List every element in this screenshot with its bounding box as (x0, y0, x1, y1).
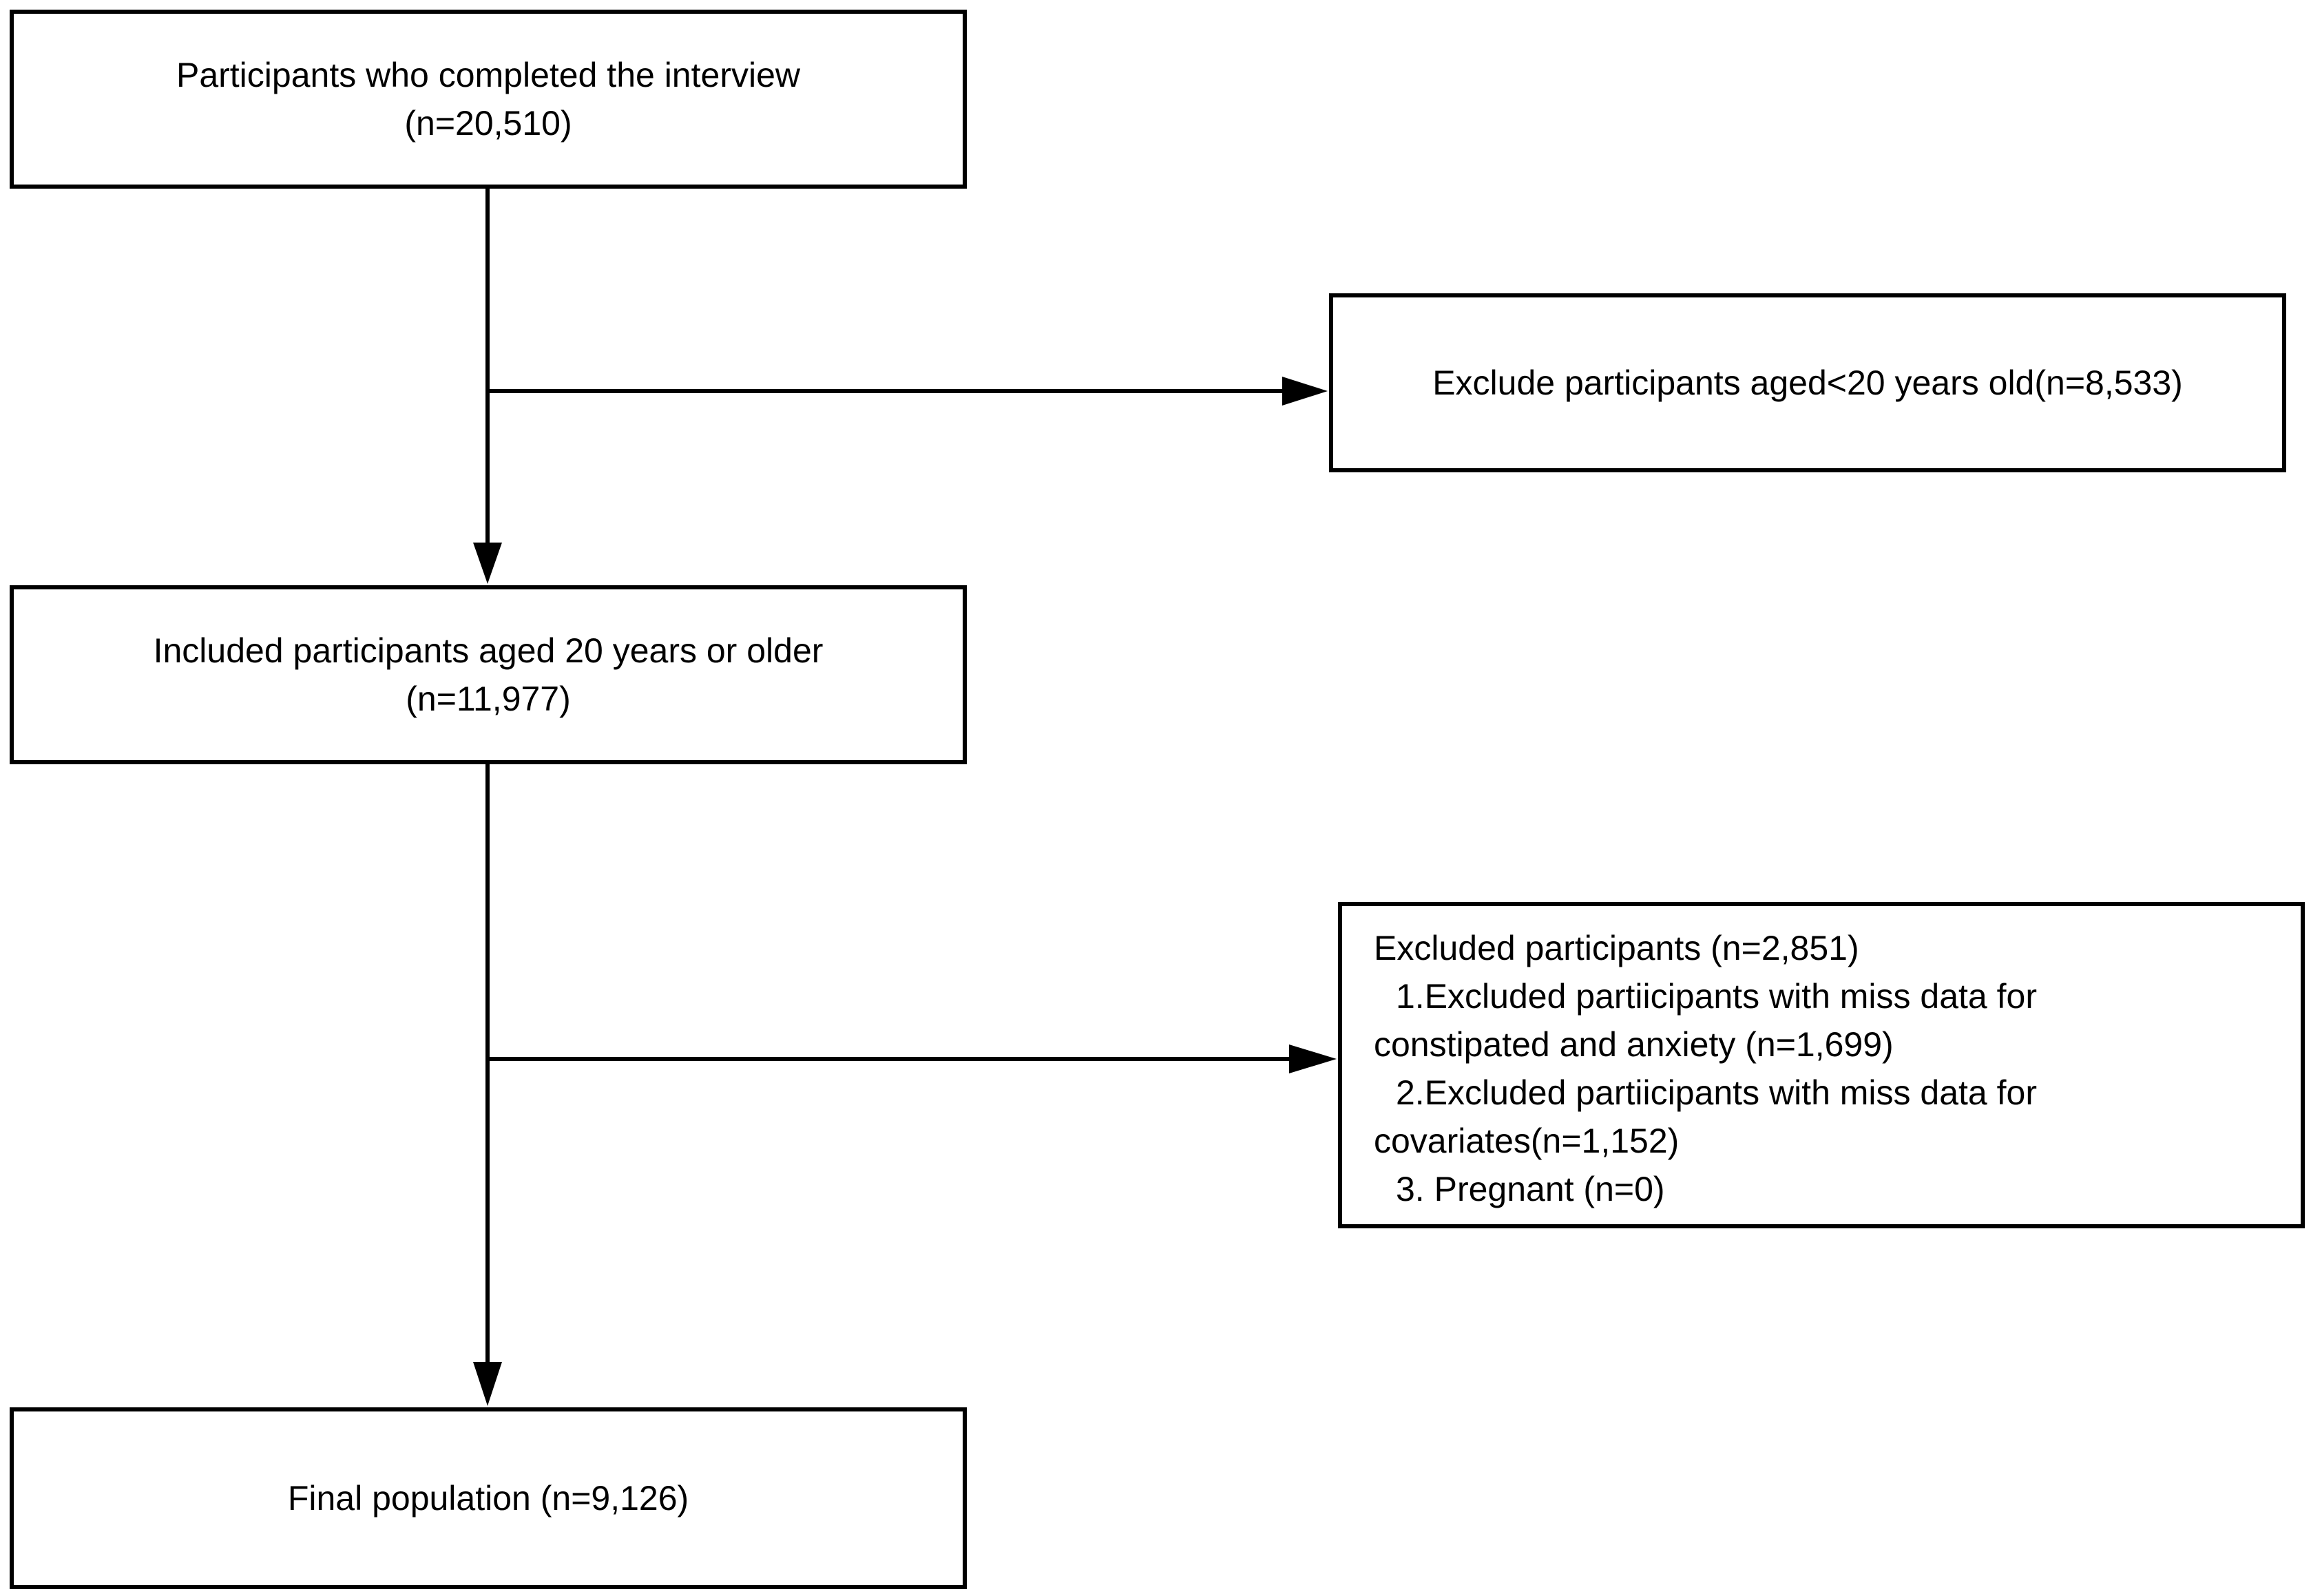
excluded-box: Excluded participants (n=2,851) 1.Exclud… (1338, 902, 2305, 1228)
age-exclusion-text: Exclude participants aged<20 years old(n… (1432, 364, 2183, 402)
arrowhead-to-excluded (1289, 1044, 1337, 1073)
arrowhead-to-included (473, 543, 502, 584)
included-count: (n=11,977) (406, 680, 571, 718)
included-box: Included participants aged 20 years or o… (10, 585, 967, 764)
arrowhead-to-age-exclusion (1282, 377, 1328, 406)
excluded-item-2-line-2: covariates(n=1,152) (1374, 1122, 1680, 1160)
age-exclusion-box: Exclude participants aged<20 years old(n… (1329, 293, 2286, 472)
final-population-text: Final population (n=9,126) (287, 1479, 689, 1518)
final-population-box: Final population (n=9,126) (10, 1407, 967, 1589)
interview-title: Participants who completed the interview (176, 56, 800, 94)
excluded-item-1-line-2: constipated and anxiety (n=1,699) (1374, 1025, 1894, 1064)
excluded-item-2-line-1: 2.Excluded partiicipants with miss data … (1396, 1073, 2037, 1112)
excluded-item-3: 3. Pregnant (n=0) (1396, 1170, 1665, 1208)
excluded-item-1-line-1: 1.Excluded partiicipants with miss data … (1396, 977, 2037, 1016)
interview-count: (n=20,510) (404, 104, 572, 143)
interview-box: Participants who completed the interview… (10, 10, 967, 189)
excluded-heading: Excluded participants (n=2,851) (1374, 929, 1859, 967)
arrowhead-to-final (473, 1362, 502, 1406)
included-title: Included participants aged 20 years or o… (153, 631, 824, 670)
